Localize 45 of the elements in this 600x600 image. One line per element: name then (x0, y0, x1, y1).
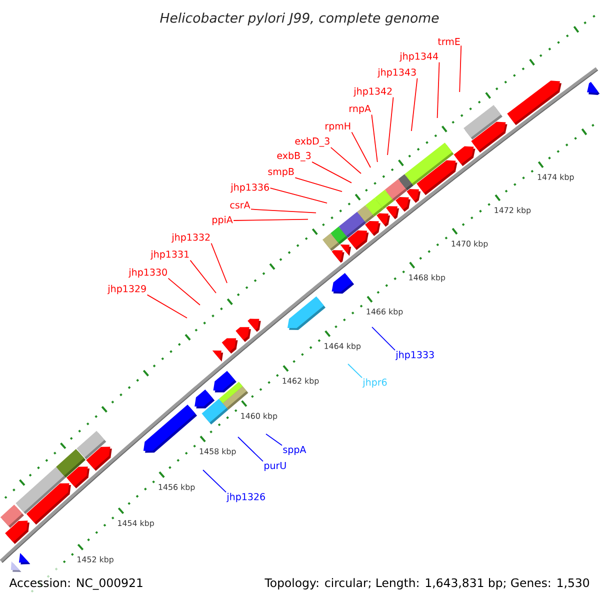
gene-label: sppA (283, 446, 306, 455)
title: Helicobacter pylori J99, complete genome (160, 12, 439, 26)
leader-line (250, 208, 316, 214)
gene-label: jhp1331 (150, 250, 189, 260)
gene-label: rnpA (350, 105, 371, 114)
leader-line (459, 45, 462, 92)
leader-line (294, 177, 342, 192)
leader-line (202, 470, 226, 493)
gene-label: exbD_3 (295, 137, 330, 147)
gene-label: jhp1344 (400, 52, 438, 62)
leader-line (351, 132, 371, 168)
gene-label: jhp1343 (378, 68, 416, 78)
gene-label: jhpr6 (362, 378, 387, 388)
leader-line (146, 294, 188, 318)
gene-label: csrA (230, 201, 250, 209)
leader-line (233, 218, 308, 221)
leader-line (330, 146, 362, 174)
leader-line (190, 260, 216, 294)
genome-summary: Topology: circular; Length: 1,643,831 bp; Genes: 1,530 (264, 578, 590, 590)
gene-label: trmE (438, 38, 460, 45)
leader-line (410, 78, 418, 132)
gene-label: smpB (268, 168, 294, 177)
leader-line (387, 96, 394, 156)
gene-label: jhp1330 (128, 268, 167, 278)
leader-line (312, 161, 352, 184)
gene-label: jhp1329 (108, 284, 146, 294)
leader-line (372, 326, 396, 351)
leader-line (238, 436, 264, 462)
leader-line (266, 434, 282, 446)
leader-line (270, 188, 328, 204)
gene-label: rpmH (326, 122, 350, 132)
gene-label: ppiA (212, 216, 233, 226)
leader-line (348, 364, 362, 378)
gene-label: jhp1326 (226, 492, 265, 502)
gene-label: jhp1332 (172, 233, 210, 243)
gene-label: jhp1336 (230, 183, 269, 193)
leader-line (168, 278, 200, 306)
gene-label: purU (264, 462, 286, 471)
gene-label: exbB_3 (277, 152, 311, 162)
leader-line (371, 114, 378, 162)
accession-text: Accession: NC_000921 (9, 578, 142, 590)
leader-line (436, 62, 440, 118)
leader-line (210, 242, 228, 284)
gene-label: jhp1333 (396, 350, 434, 360)
gene-label: jhp1342 (354, 87, 392, 97)
